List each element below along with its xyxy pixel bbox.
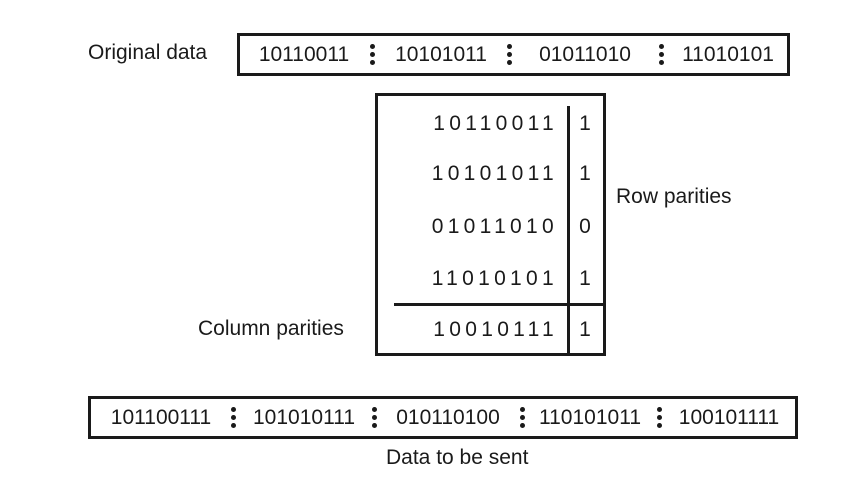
parity-matrix: 10110011 1 10101011 1 01011010 0 1101010… (375, 93, 606, 356)
sent-segment: 010110100 (396, 405, 500, 429)
sent-segment: 110101011 (539, 405, 641, 429)
separator-dots-icon (506, 44, 512, 68)
sent-segment: 101010111 (253, 405, 355, 429)
row-parity-bit: 1 (579, 267, 591, 290)
original-segment: 10110011 (258, 42, 350, 66)
row-parity-bit: 0 (579, 215, 591, 238)
row-parity-bit: 1 (579, 112, 591, 135)
sent-data-box: 101100111 101010111 010110100 110101011 … (88, 396, 798, 439)
original-segment: 11010101 (682, 42, 774, 66)
matrix-row-bits: 01011010 (431, 215, 558, 238)
row-parity-bit: 1 (579, 162, 591, 185)
matrix-row-bits: 10110011 (433, 112, 558, 135)
sent-segment: 101100111 (110, 405, 212, 429)
original-segment: 01011010 (539, 42, 631, 66)
separator-dots-icon (369, 44, 375, 68)
column-parity-divider (394, 303, 606, 306)
sent-segment: 100101111 (678, 405, 780, 429)
separator-dots-icon (658, 44, 664, 68)
row-parities-label: Row parities (616, 185, 732, 208)
separator-dots-icon (656, 407, 662, 431)
original-data-label: Original data (88, 41, 208, 64)
parity-column-divider (567, 106, 570, 356)
separator-dots-icon (519, 407, 525, 431)
matrix-row-bits: 10101011 (431, 162, 558, 185)
separator-dots-icon (371, 407, 377, 431)
column-parity-bits: 10010111 (433, 318, 558, 341)
data-to-be-sent-label: Data to be sent (386, 446, 529, 469)
column-parity-corner-bit: 1 (579, 318, 591, 341)
original-segment: 10101011 (395, 42, 487, 66)
column-parities-label: Column parities (198, 317, 344, 340)
matrix-row-bits: 11010101 (431, 267, 558, 290)
separator-dots-icon (230, 407, 236, 431)
original-data-box: 10110011 10101011 01011010 11010101 (237, 33, 790, 76)
